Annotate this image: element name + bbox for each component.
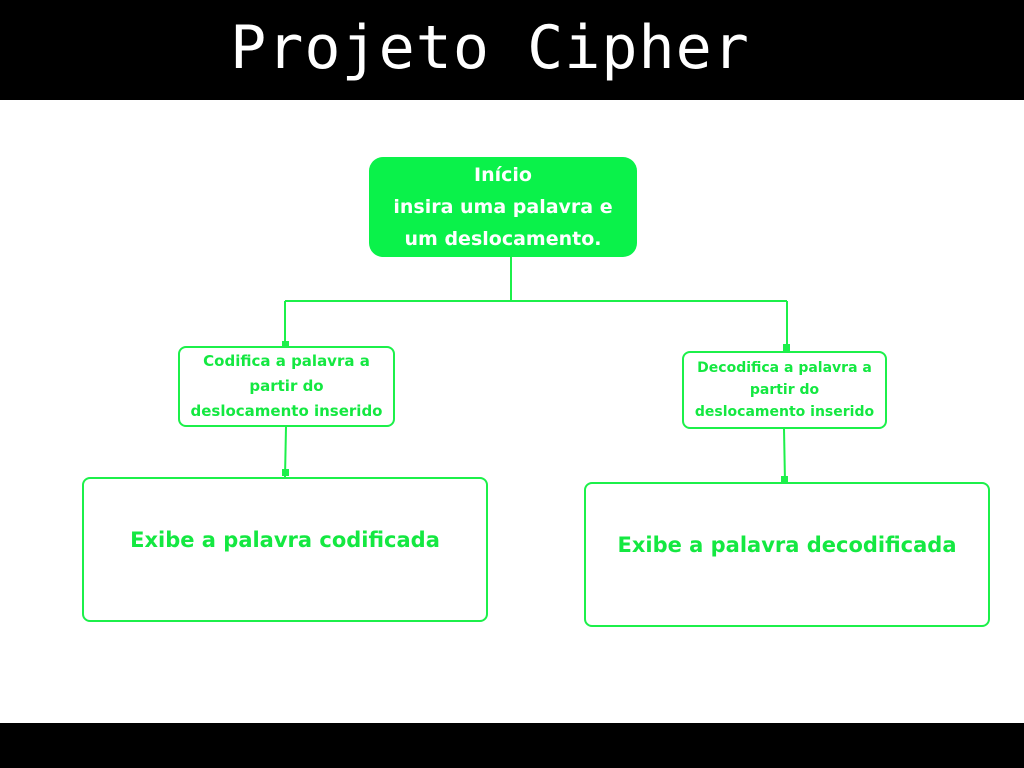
start-node-title: Início <box>474 164 532 186</box>
page-title: Projeto Cipher <box>230 13 750 83</box>
connector-decode-output <box>783 428 786 483</box>
connector-encode-output <box>284 426 287 478</box>
connector-dot <box>783 344 790 351</box>
decode-output-node: Exibe a palavra decodificada <box>584 482 990 627</box>
connector-dot <box>781 476 788 483</box>
decode-output-label: Exibe a palavra decodificada <box>617 532 957 557</box>
encode-output-node: Exibe a palavra codificada <box>82 477 488 622</box>
decode-node-label: Decodifica a palavra a partir do desloca… <box>694 360 875 420</box>
encode-node: Codifica a palavra a partir do deslocame… <box>178 346 395 427</box>
connector-dot <box>282 469 289 476</box>
encode-node-label: Codifica a palavra a partir do deslocame… <box>190 352 383 420</box>
footer-bar <box>0 723 1024 768</box>
connector-dot <box>282 341 289 348</box>
start-node-line: insira uma palavra e <box>393 196 613 218</box>
start-node: Início insira uma palavra e um deslocame… <box>369 157 637 257</box>
start-node-line: um deslocamento. <box>404 228 602 250</box>
encode-output-label: Exibe a palavra codificada <box>130 527 440 552</box>
header-bar: Projeto Cipher <box>0 0 1024 100</box>
decode-node: Decodifica a palavra a partir do desloca… <box>682 351 887 429</box>
